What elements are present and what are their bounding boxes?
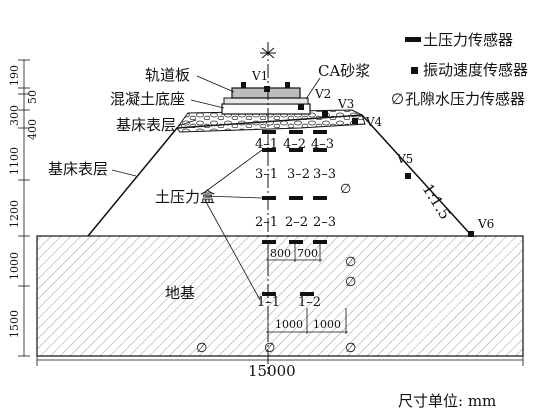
- ep-sensor-1-2: [300, 292, 314, 296]
- ca-mortar-shape: [223, 97, 309, 105]
- ep-sensor-row2-3: [313, 148, 327, 152]
- unit-note: 尺寸单位: mm: [398, 392, 496, 410]
- pressure-cell-leader-2: [204, 199, 261, 301]
- velocity-label-v5: V5: [396, 152, 413, 166]
- slope-label: 1:1.5: [419, 181, 455, 223]
- spacing-800: 800: [270, 247, 291, 260]
- vibration-sensor-v4: [352, 118, 358, 124]
- legend-vibration-icon: [411, 67, 418, 74]
- section-label-1-1: 1–1: [257, 295, 280, 310]
- velocity-label-v6: V6: [477, 217, 494, 231]
- legend-pore-icon: ∅: [391, 90, 404, 108]
- vibration-sensor-v5: [405, 173, 411, 179]
- rail-right: [285, 82, 290, 88]
- section-label-4-1: 4–1: [255, 137, 278, 152]
- pore-sensor-icon: ∅: [264, 341, 275, 356]
- section-label-2-1: 2–1: [255, 215, 278, 230]
- concrete-base-label: 混凝土底座: [110, 90, 185, 108]
- legend-earth-pressure-label: 土压力传感器: [423, 31, 513, 49]
- section-label-2-2: 2–2: [285, 215, 308, 230]
- spacing-1000-b: 1000: [313, 318, 341, 331]
- height-190: 190: [8, 65, 21, 86]
- ep-sensor-2-3: [313, 240, 327, 244]
- gravel-surface-layer: [176, 109, 366, 133]
- track-slab-label: 轨道板: [145, 66, 190, 84]
- legend-pore-label: 孔隙水压力传感器: [405, 90, 525, 108]
- velocity-label-v3: V3: [337, 97, 354, 111]
- vibration-sensor-v3: [322, 111, 328, 117]
- ca-mortar-label: CA砂浆: [318, 62, 370, 80]
- ep-sensor-row2-1: [262, 148, 276, 152]
- spacing-1000-a: 1000: [275, 318, 303, 331]
- height-1200: 1200: [8, 200, 21, 228]
- ep-sensor-3-3: [313, 196, 327, 200]
- ep-sensor-2-1: [262, 240, 276, 244]
- ep-sensor-3-2: [289, 196, 303, 200]
- ep-sensor-row2-2: [289, 148, 303, 152]
- section-label-3-1: 3–1: [255, 167, 278, 182]
- velocity-label-v4: V4: [365, 115, 383, 129]
- velocity-label-v1: V1: [251, 69, 268, 83]
- foundation-block: [36, 235, 524, 357]
- rail-left: [241, 82, 246, 88]
- pore-sensor-icon: ∅: [345, 341, 356, 356]
- legend-vibration-label: 振动速度传感器: [423, 61, 528, 79]
- section-label-4-3: 4–3: [311, 137, 334, 152]
- ep-sensor-3-1: [262, 196, 276, 200]
- ep-sensor-1-1: [262, 292, 276, 296]
- pore-sensor-icon: ∅: [345, 255, 356, 270]
- section-label-3-2: 3–2: [287, 167, 310, 182]
- legend-earth-pressure-icon: [405, 37, 421, 42]
- earth-pressure-sensors: [262, 130, 327, 296]
- height-400: 400: [26, 119, 39, 140]
- height-1000: 1000: [8, 252, 21, 280]
- ca-mortar-leader: [305, 77, 321, 100]
- height-300: 300: [8, 105, 21, 126]
- concrete-base-leader: [190, 99, 225, 109]
- spacing-dimension-upper: [266, 244, 322, 262]
- spacing-dimension-lower: [266, 308, 348, 334]
- section-label-3-3: 3–3: [313, 167, 336, 182]
- section-label-1-2: 1–2: [298, 295, 321, 310]
- pore-sensor-icon: ∅: [340, 182, 351, 197]
- ep-sensor-4-3: [313, 130, 327, 134]
- height-1500: 1500: [8, 310, 21, 338]
- bottom-width-label: 15000: [248, 362, 296, 380]
- spacing-700: 700: [297, 247, 318, 260]
- subgrade-side-leader: [111, 169, 137, 177]
- ep-sensor-4-1: [262, 130, 276, 134]
- subgrade-top-leader: [177, 119, 197, 127]
- subgrade-surface-top-label: 基床表层: [116, 116, 176, 134]
- section-label-4-2: 4–2: [283, 137, 306, 152]
- left-height-dimension: [18, 59, 30, 357]
- concrete-base-shape: [221, 103, 311, 115]
- centerline-arrow-icon: [260, 47, 276, 59]
- pore-pressure-sensors: ∅ ∅ ∅ ∅ ∅ ∅: [196, 182, 356, 356]
- vibration-sensor-v6: [468, 231, 474, 237]
- pore-sensor-icon: ∅: [196, 341, 207, 356]
- track-slab-leader: [196, 75, 235, 93]
- pore-sensor-icon: ∅: [345, 275, 356, 290]
- ep-sensor-2-2: [289, 240, 303, 244]
- ep-sensor-4-2: [289, 130, 303, 134]
- pressure-cell-leader-3: [204, 195, 263, 199]
- height-50: 50: [26, 90, 39, 104]
- section-label-2-3: 2–3: [313, 215, 336, 230]
- pressure-cell-leader-1: [204, 149, 263, 193]
- vibration-sensor-v2: [298, 104, 304, 110]
- subgrade-surface-side-label: 基床表层: [48, 160, 108, 178]
- foundation-label: 地基: [165, 284, 195, 302]
- height-1100: 1100: [8, 147, 21, 175]
- vibration-sensor-v1: [264, 86, 270, 92]
- bottom-width-dimension: [36, 354, 524, 366]
- earth-pressure-cell-label: 土压力盒: [155, 188, 215, 206]
- velocity-label-v2: V2: [314, 87, 331, 101]
